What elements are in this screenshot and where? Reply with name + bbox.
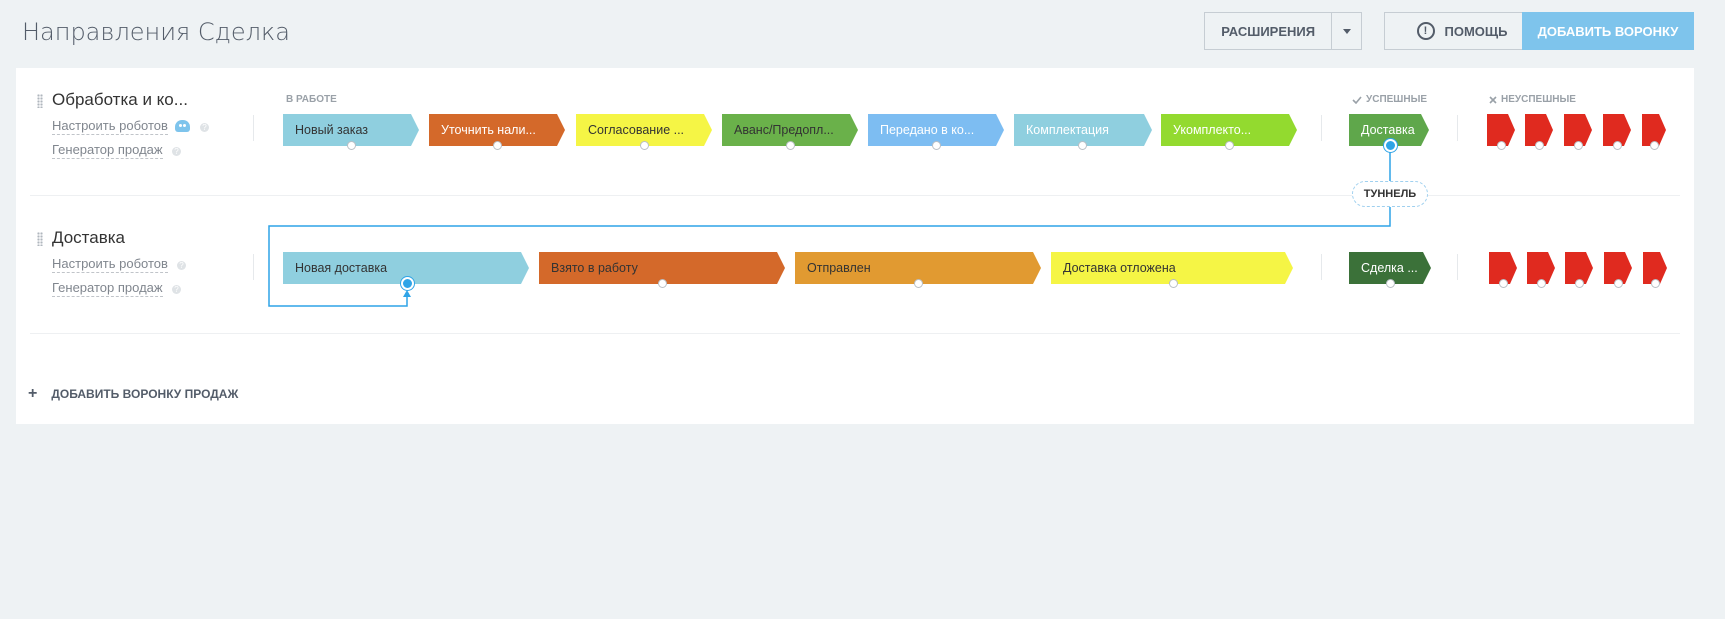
group-label-success: УСПЕШНЫЕ [1352, 94, 1427, 105]
sales-generator-link[interactable]: Генератор продаж [52, 142, 163, 159]
connection-point[interactable] [1537, 279, 1546, 288]
connection-point[interactable] [914, 279, 923, 288]
plus-icon: + [28, 385, 38, 402]
close-icon [1489, 95, 1497, 104]
stage[interactable]: Отправлен [795, 252, 1041, 284]
stage[interactable]: Взято в работу [539, 252, 785, 284]
stage[interactable]: Комплектация [1014, 114, 1152, 146]
group-label-in-work: В РАБОТЕ [286, 94, 337, 105]
page-title: Направления Сделка [22, 18, 290, 46]
extensions-button-label: РАСШИРЕНИЯ [1221, 23, 1316, 39]
help-icon[interactable]: ? [172, 147, 181, 156]
group-label-success-text: УСПЕШНЫЕ [1366, 94, 1428, 105]
connection-point[interactable] [786, 141, 795, 150]
divider [1321, 115, 1322, 141]
help-icon[interactable]: ? [177, 261, 186, 270]
check-icon [1352, 95, 1362, 104]
drag-handle-icon[interactable] [37, 94, 43, 108]
connection-point[interactable] [1614, 279, 1623, 288]
row-divider [30, 195, 1680, 196]
connection-point[interactable] [1225, 141, 1234, 150]
divider [1457, 254, 1458, 280]
stage[interactable]: Укомплекто... [1161, 114, 1297, 146]
stage[interactable]: Согласование ... [576, 114, 712, 146]
connection-point[interactable] [1169, 279, 1178, 288]
configure-robots-link[interactable]: Настроить роботов [52, 256, 168, 273]
add-funnel-button[interactable]: ДОБАВИТЬ ВОРОНКУ [1522, 12, 1694, 50]
stage[interactable]: Доставка отложена [1051, 252, 1293, 284]
connection-point[interactable] [493, 141, 502, 150]
stage[interactable]: Уточнить нали... [429, 114, 565, 146]
divider [253, 115, 254, 141]
connection-point[interactable] [1535, 141, 1544, 150]
divider [253, 254, 254, 280]
drag-handle-icon[interactable] [37, 232, 43, 246]
add-sales-funnel-link[interactable]: + ДОБАВИТЬ ВОРОНКУ ПРОДАЖ [28, 385, 238, 403]
connection-point[interactable] [1613, 141, 1622, 150]
group-label-fail: НЕУСПЕШНЫЕ [1489, 94, 1576, 105]
row-divider [30, 333, 1680, 334]
connection-point[interactable] [1497, 141, 1506, 150]
connection-point[interactable] [1499, 279, 1508, 288]
configure-robots-link[interactable]: Настроить роботов [52, 118, 168, 135]
help-icon[interactable]: ? [200, 123, 209, 132]
help-icon[interactable]: ? [172, 285, 181, 294]
connection-point[interactable] [1651, 279, 1660, 288]
tunnel-end-point[interactable] [401, 277, 414, 290]
stage[interactable]: Аванс/Предопл... [722, 114, 858, 146]
connection-point[interactable] [347, 141, 356, 150]
divider [1457, 115, 1458, 141]
connection-point[interactable] [932, 141, 941, 150]
add-sales-funnel-label: ДОБАВИТЬ ВОРОНКУ ПРОДАЖ [51, 387, 239, 401]
tunnel-start-point[interactable] [1384, 139, 1397, 152]
connection-point[interactable] [1386, 279, 1395, 288]
sales-generator-link[interactable]: Генератор продаж [52, 280, 163, 297]
connection-point[interactable] [658, 279, 667, 288]
group-label-fail-text: НЕУСПЕШНЫЕ [1501, 94, 1576, 105]
chevron-down-icon[interactable] [1331, 13, 1361, 49]
divider [1321, 254, 1322, 280]
extensions-button[interactable]: РАСШИРЕНИЯ [1204, 12, 1362, 50]
info-icon: ! [1416, 22, 1435, 40]
connection-point[interactable] [1574, 141, 1583, 150]
connection-point[interactable] [1575, 279, 1584, 288]
stage[interactable]: Передано в ко... [868, 114, 1004, 146]
tunnel-badge[interactable]: ТУННЕЛЬ [1352, 181, 1428, 207]
connection-point[interactable] [640, 141, 649, 150]
robot-icon [175, 120, 190, 132]
stage[interactable]: Новый заказ [283, 114, 419, 146]
funnel-title[interactable]: Обработка и ко... [52, 90, 188, 109]
connection-point[interactable] [1078, 141, 1087, 150]
connection-point[interactable] [1650, 141, 1659, 150]
success-stage[interactable]: Сделка ... [1349, 252, 1431, 284]
funnel-title[interactable]: Доставка [52, 228, 126, 247]
help-button-label: ПОМОЩЬ [1444, 23, 1508, 39]
